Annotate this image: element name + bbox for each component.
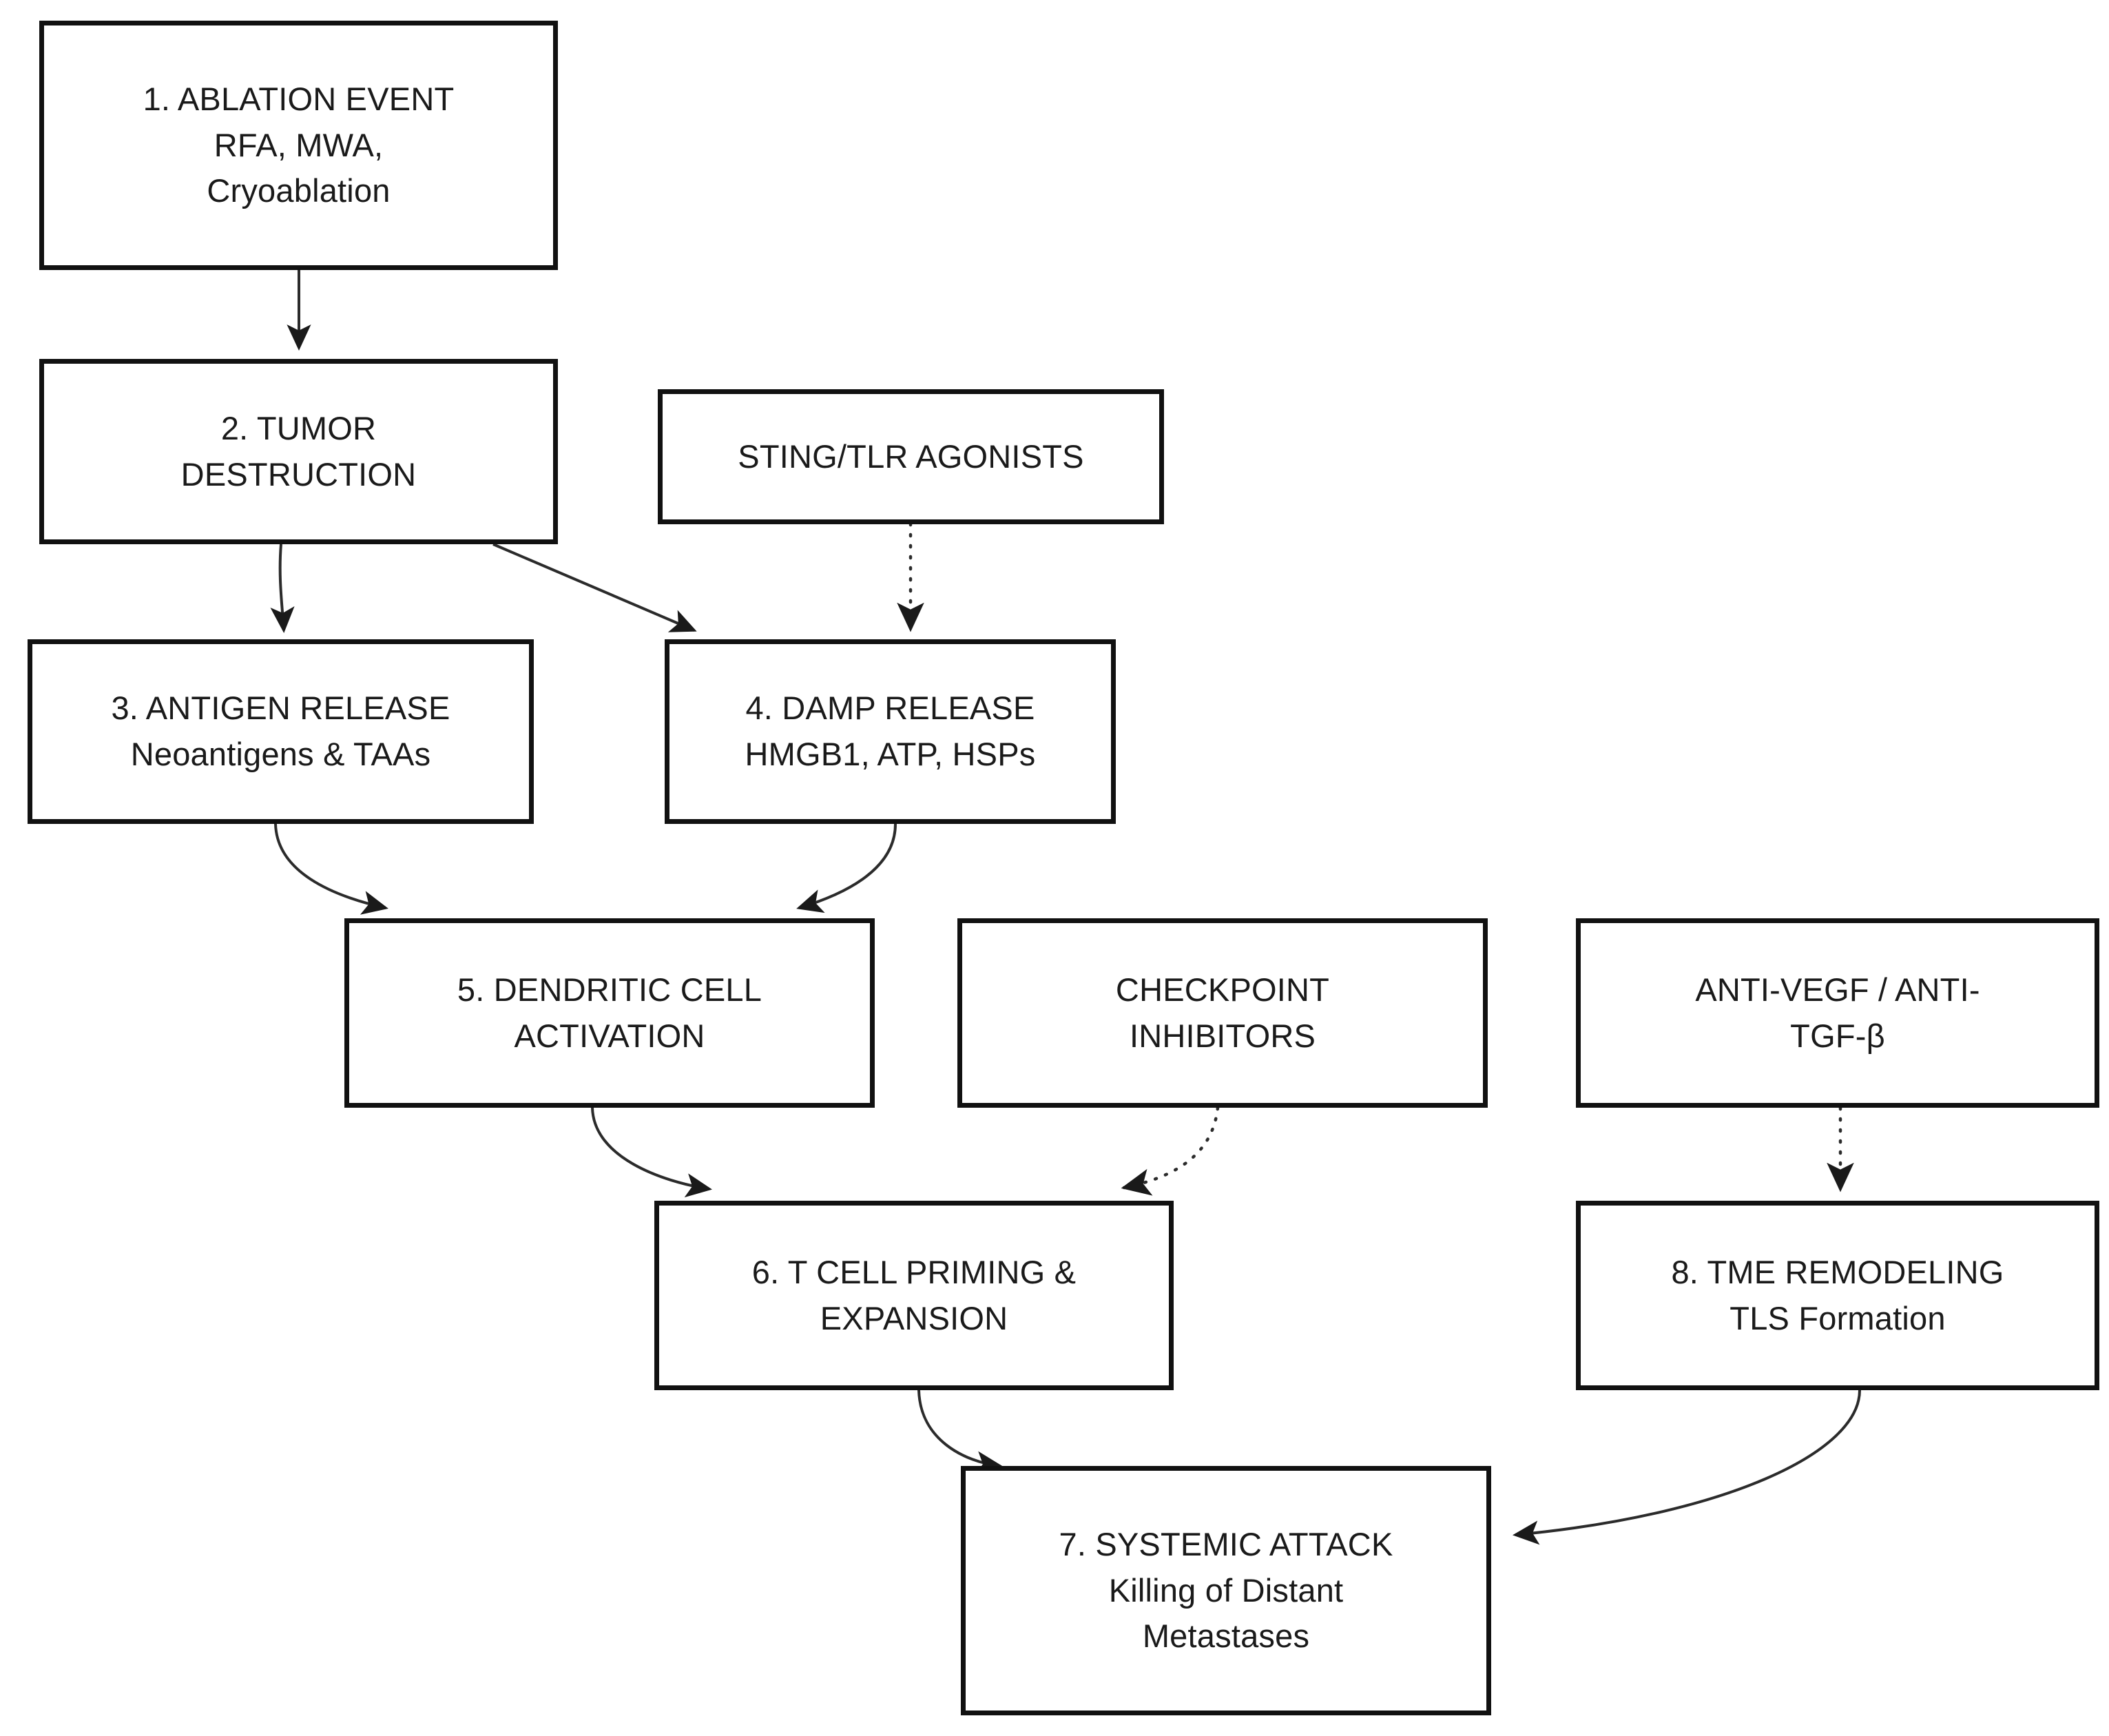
node-ablation-event[interactable]: 1. ABLATION EVENT RFA, MWA, Cryoablation (39, 21, 558, 270)
node-checkpoint-inhibitors-line1: CHECKPOINT (1115, 971, 1330, 1008)
node-systemic-attack-line2: Killing of Distant (1108, 1571, 1344, 1609)
edge-tumor-destruction-to-antigen-release (270, 544, 295, 633)
node-antigen-release-line2: Neoantigens & TAAs (130, 736, 431, 772)
node-damp-release-line1: 4. DAMP RELEASE (745, 690, 1035, 727)
node-tme-remodeling[interactable]: 8. TME REMODELING TLS Formation (1576, 1201, 2099, 1390)
node-dendritic-cell-activation[interactable]: 5. DENDRITIC CELL ACTIVATION (344, 918, 875, 1108)
node-systemic-attack[interactable]: 7. SYSTEMIC ATTACK Killing of Distant Me… (961, 1466, 1491, 1715)
node-anti-vegf-anti-tgfb[interactable]: ANTI-VEGF / ANTI- TGF-β (1576, 918, 2099, 1108)
node-ablation-event-line1: 1. ABLATION EVENT (143, 80, 455, 117)
node-t-cell-priming-line2: EXPANSION (820, 1299, 1008, 1336)
node-tumor-destruction[interactable]: 2. TUMOR DESTRUCTION (39, 359, 558, 544)
edge-t-cell-priming-to-systemic-attack (917, 1389, 1003, 1476)
node-t-cell-priming-line1: 6. T CELL PRIMING & (751, 1253, 1077, 1290)
node-checkpoint-inhibitors[interactable]: CHECKPOINT INHIBITORS (957, 918, 1488, 1108)
edge-antigen-release-to-dendritic-cell (274, 823, 388, 915)
node-systemic-attack-line3: Metastases (1142, 1618, 1310, 1655)
node-dendritic-cell-activation-line1: 5. DENDRITIC CELL (457, 971, 762, 1008)
node-checkpoint-inhibitors-line2: INHIBITORS (1129, 1017, 1316, 1054)
node-tme-remodeling-line2: TLS Formation (1729, 1299, 1946, 1336)
node-sting-tlr-agonists[interactable]: STING/TLR AGONISTS (658, 389, 1164, 524)
edge-tme-remodeling-to-systemic-attack (1513, 1389, 1861, 1545)
edge-checkpoint-to-t-cell-priming (1121, 1106, 1220, 1196)
edge-dendritic-cell-to-t-cell-priming (591, 1107, 712, 1198)
edge-damp-release-to-dendritic-cell (796, 823, 897, 913)
node-tumor-destruction-line1: 2. TUMOR (220, 409, 377, 446)
node-damp-release-line2: HMGB1, ATP, HSPs (745, 736, 1036, 772)
node-t-cell-priming[interactable]: 6. T CELL PRIMING & EXPANSION (654, 1201, 1174, 1390)
node-anti-vegf-anti-tgfb-line2: TGF-β (1790, 1017, 1885, 1054)
edge-tumor-destruction-to-damp-release (492, 543, 697, 632)
node-dendritic-cell-activation-line2: ACTIVATION (514, 1017, 705, 1054)
node-antigen-release[interactable]: 3. ANTIGEN RELEASE Neoantigens & TAAs (28, 639, 534, 824)
node-ablation-event-line3: Cryoablation (207, 172, 391, 209)
node-anti-vegf-anti-tgfb-line1: ANTI-VEGF / ANTI- (1695, 971, 1980, 1008)
node-ablation-event-line2: RFA, MWA, (214, 126, 384, 163)
node-damp-release[interactable]: 4. DAMP RELEASE HMGB1, ATP, HSPs (665, 639, 1116, 824)
node-tumor-destruction-line2: DESTRUCTION (180, 455, 417, 493)
node-antigen-release-line1: 3. ANTIGEN RELEASE (111, 690, 450, 727)
node-systemic-attack-line1: 7. SYSTEMIC ATTACK (1059, 1525, 1393, 1562)
node-sting-tlr-agonists-line1: STING/TLR AGONISTS (738, 437, 1084, 475)
node-tme-remodeling-line1: 8. TME REMODELING (1671, 1253, 2004, 1290)
